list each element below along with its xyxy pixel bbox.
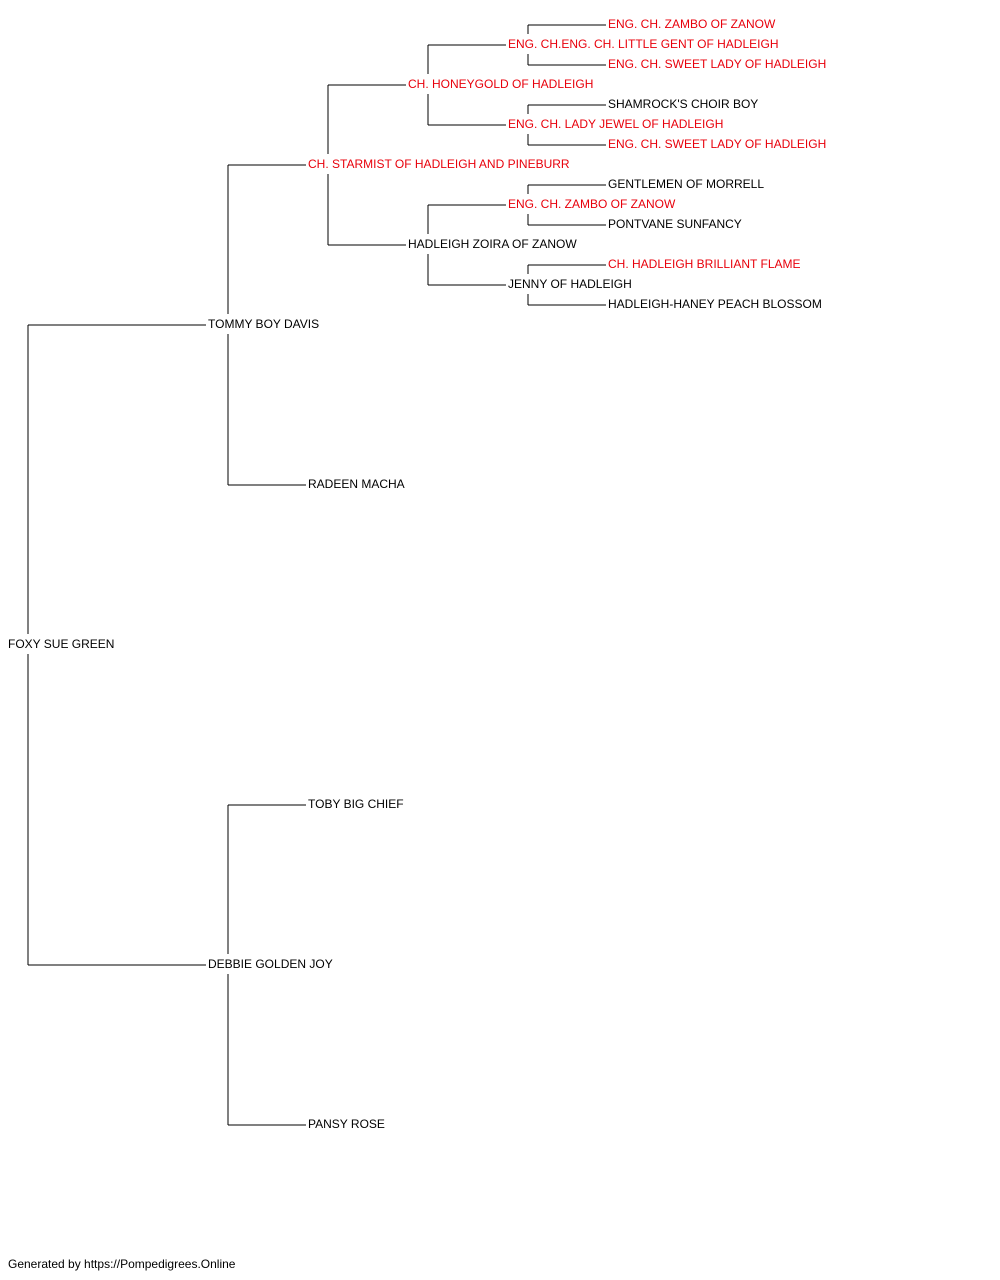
pedigree-entry-root-sire-sire-dam-dam-sire: CH. HADLEIGH BRILLIANT FLAME <box>608 257 801 271</box>
pedigree-entry-root: FOXY SUE GREEN <box>8 637 114 651</box>
pedigree-entry-root-sire: TOMMY BOY DAVIS <box>208 317 319 331</box>
pedigree-entry-root-sire-dam: RADEEN MACHA <box>308 477 405 491</box>
pedigree-entry-root-dam-dam: PANSY ROSE <box>308 1117 385 1131</box>
pedigree-entry-root-sire-sire-sire-sire-sire: ENG. CH. ZAMBO OF ZANOW <box>608 17 776 31</box>
pedigree-entry-root-sire-sire-sire-dam: ENG. CH. LADY JEWEL OF HADLEIGH <box>508 117 723 131</box>
pedigree-entry-root-sire-sire-dam: HADLEIGH ZOIRA OF ZANOW <box>408 237 577 251</box>
pedigree-entry-root-sire-sire-dam-sire: ENG. CH. ZAMBO OF ZANOW <box>508 197 676 211</box>
pedigree-entry-root-sire-sire-dam-dam-dam: HADLEIGH-HANEY PEACH BLOSSOM <box>608 297 822 311</box>
pedigree-entry-root-sire-sire-sire-sire: ENG. CH.ENG. CH. LITTLE GENT OF HADLEIGH <box>508 37 779 51</box>
pedigree-entry-root-sire-sire-dam-sire-dam: PONTVANE SUNFANCY <box>608 217 742 231</box>
pedigree-entry-root-sire-sire-sire-dam-dam: ENG. CH. SWEET LADY OF HADLEIGH <box>608 137 826 151</box>
pedigree-entry-root-sire-sire-sire-dam-sire: SHAMROCK'S CHOIR BOY <box>608 97 758 111</box>
pedigree-entry-root-sire-sire: CH. STARMIST OF HADLEIGH AND PINEBURR <box>308 157 570 171</box>
pedigree-entry-root-dam: DEBBIE GOLDEN JOY <box>208 957 333 971</box>
pedigree-entry-root-sire-sire-sire: CH. HONEYGOLD OF HADLEIGH <box>408 77 593 91</box>
pedigree-entry-root-sire-sire-dam-dam: JENNY OF HADLEIGH <box>508 277 632 291</box>
footer-credit: Generated by https://Pompedigrees.Online <box>8 1257 236 1271</box>
pedigree-entry-root-sire-sire-sire-sire-dam: ENG. CH. SWEET LADY OF HADLEIGH <box>608 57 826 71</box>
pedigree-entry-root-dam-sire: TOBY BIG CHIEF <box>308 797 404 811</box>
pedigree-entry-root-sire-sire-dam-sire-sire: GENTLEMEN OF MORRELL <box>608 177 764 191</box>
